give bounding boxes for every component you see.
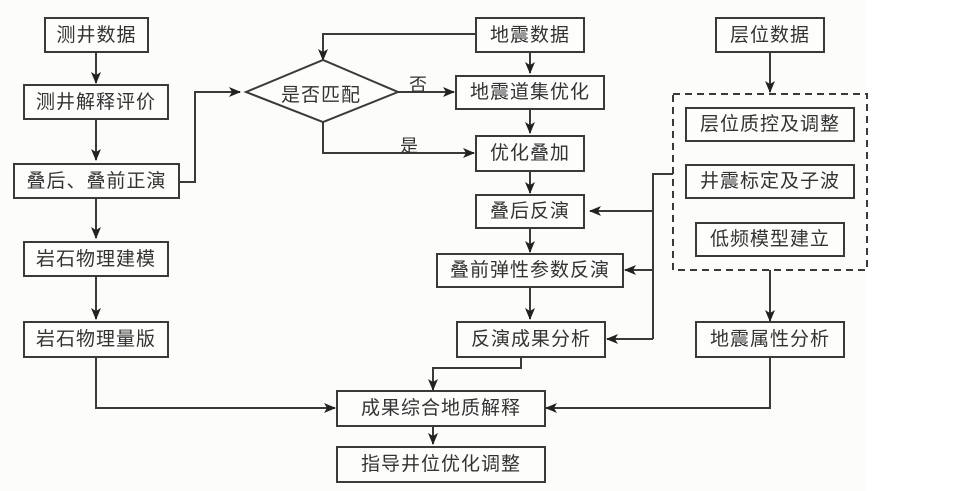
edge-horizon-group-bus xyxy=(652,173,673,339)
margin xyxy=(866,0,957,491)
node-attribute-analysis: 地震属性分析 xyxy=(695,321,845,358)
decision-label: 是否匹配 xyxy=(281,84,362,106)
edge-seismic-to-decision xyxy=(318,33,476,61)
node-well-interp: 测井解释评价 xyxy=(23,84,169,120)
node-opt-stack: 优化叠加 xyxy=(475,135,585,172)
node-rock-physics-model: 岩石物理建模 xyxy=(23,241,169,277)
node-well-tie: 井震标定及子波 xyxy=(685,164,855,199)
node-well-data: 测井数据 xyxy=(44,17,149,53)
edge-forward-to-decision xyxy=(179,87,241,183)
node-rock-physics-template: 岩石物理量版 xyxy=(23,321,169,358)
node-gather-opt: 地震道集优化 xyxy=(455,75,605,110)
decision-diamond xyxy=(243,58,401,124)
node-inversion-analysis: 反演成果分析 xyxy=(456,321,606,358)
edge-label-no: 否 xyxy=(409,75,427,96)
node-well-optimization: 指导井位优化调整 xyxy=(336,446,546,483)
node-horizon-qc: 层位质控及调整 xyxy=(685,107,855,142)
edge-analysis-to-integrated xyxy=(428,357,522,391)
node-seismic-data: 地震数据 xyxy=(475,17,585,53)
edge-decision-yes xyxy=(322,122,475,158)
node-low-freq-model: 低频模型建立 xyxy=(695,222,845,257)
node-forward-model: 叠后、叠前正演 xyxy=(13,163,180,199)
edge-label-yes: 是 xyxy=(400,136,418,157)
node-horizon-data: 层位数据 xyxy=(715,17,825,53)
node-prestack-inversion: 叠前弹性参数反演 xyxy=(436,253,624,288)
edge-attr-to-integrated xyxy=(545,357,771,413)
node-poststack-inversion: 叠后反演 xyxy=(475,194,585,229)
node-integrated-interpretation: 成果综合地质解释 xyxy=(336,390,546,427)
edge-rpt-to-integrated xyxy=(95,357,336,413)
horizon-processing-group xyxy=(672,93,868,271)
